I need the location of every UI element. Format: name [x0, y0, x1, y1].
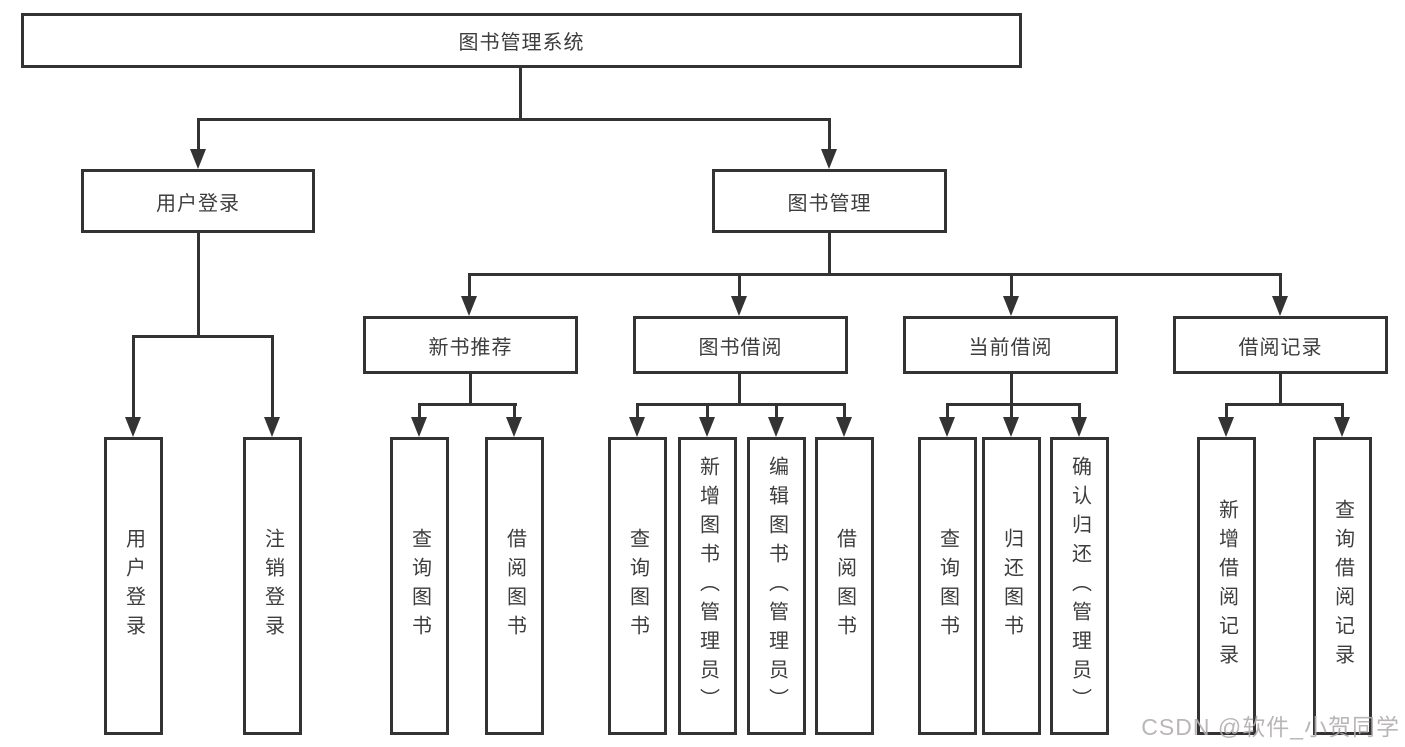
node-book-management: 图书管理 — [712, 169, 947, 233]
connector-line — [1010, 403, 1013, 419]
connector-line — [519, 68, 522, 120]
node-new-book-recommendation: 新书推荐 — [363, 316, 578, 374]
arrow-down-icon — [1218, 417, 1234, 437]
arrow-down-icon — [629, 417, 645, 437]
node-label: 查询图书 — [936, 528, 959, 644]
connector-line — [197, 118, 200, 151]
connector-line — [132, 335, 274, 338]
node-label: 用户登录 — [122, 528, 145, 644]
connector-line — [706, 403, 709, 419]
connector-line — [636, 403, 639, 419]
connector-line — [468, 273, 471, 298]
connector-line — [946, 403, 1081, 406]
connector-line — [197, 118, 831, 121]
node-label: 注销登录 — [261, 528, 284, 644]
connector-line — [1341, 403, 1344, 419]
arrow-down-icon — [699, 417, 715, 437]
node-label: 确认归还（管理员） — [1068, 455, 1091, 717]
leaf-query-books-recommend: 查询图书 — [390, 437, 449, 735]
leaf-query-borrow-record: 查询借阅记录 — [1313, 437, 1372, 735]
node-label: 借阅图书 — [503, 528, 526, 644]
node-borrowing-records: 借阅记录 — [1173, 316, 1388, 374]
arrow-down-icon — [1003, 296, 1019, 316]
leaf-user-login: 用户登录 — [104, 437, 163, 735]
arrow-down-icon — [1071, 417, 1087, 437]
leaf-edit-book-admin: 编辑图书（管理员） — [747, 437, 806, 735]
node-label: 用户登录 — [156, 192, 240, 215]
arrow-down-icon — [1272, 296, 1288, 316]
arrow-down-icon — [1334, 417, 1350, 437]
connector-line — [738, 273, 741, 298]
node-label: 借阅记录 — [1238, 336, 1323, 359]
connector-line — [513, 403, 516, 419]
connector-line — [1010, 374, 1013, 406]
connector-line — [1078, 403, 1081, 419]
connector-line — [636, 403, 846, 406]
arrow-down-icon — [1003, 417, 1019, 437]
connector-line — [271, 335, 274, 419]
leaf-query-books-borrowing: 查询图书 — [608, 437, 667, 735]
connector-line — [1225, 403, 1344, 406]
arrow-down-icon — [461, 296, 477, 316]
connector-line — [1279, 374, 1282, 406]
connector-line — [946, 403, 949, 419]
arrow-down-icon — [190, 149, 206, 169]
node-label: 新书推荐 — [428, 336, 513, 359]
connector-line — [738, 374, 741, 406]
leaf-borrow-books-borrowing: 借阅图书 — [815, 437, 874, 735]
node-label: 当前借阅 — [968, 336, 1053, 359]
node-label: 图书借阅 — [698, 336, 783, 359]
connector-line — [469, 374, 472, 406]
arrow-down-icon — [821, 149, 837, 169]
arrow-down-icon — [125, 417, 141, 437]
connector-line — [1225, 403, 1228, 419]
node-label: 查询借阅记录 — [1331, 499, 1354, 673]
leaf-add-book-admin: 新增图书（管理员） — [678, 437, 737, 735]
node-label: 图书管理系统 — [458, 32, 585, 54]
connector-line — [418, 403, 517, 406]
connector-line — [1010, 273, 1013, 298]
connector-line — [418, 403, 421, 419]
node-book-borrowing: 图书借阅 — [633, 316, 848, 374]
arrow-down-icon — [411, 417, 427, 437]
connector-line — [828, 118, 831, 151]
connector-line — [828, 233, 831, 276]
connector-line — [775, 403, 778, 419]
connector-line — [468, 273, 1282, 276]
node-label: 编辑图书（管理员） — [765, 455, 788, 717]
connector-line — [197, 233, 200, 338]
node-label: 归还图书 — [1000, 528, 1023, 644]
leaf-borrow-books-recommend: 借阅图书 — [485, 437, 544, 735]
node-label: 新增借阅记录 — [1215, 499, 1238, 673]
leaf-return-books: 归还图书 — [982, 437, 1041, 735]
node-label: 查询图书 — [626, 528, 649, 644]
node-label: 借阅图书 — [833, 528, 856, 644]
connector-line — [843, 403, 846, 419]
node-label: 新增图书（管理员） — [696, 455, 719, 717]
node-library-management-system: 图书管理系统 — [21, 13, 1022, 68]
connector-line — [132, 335, 135, 419]
node-current-borrowing: 当前借阅 — [903, 316, 1118, 374]
node-user-login: 用户登录 — [81, 169, 315, 233]
arrow-down-icon — [731, 296, 747, 316]
node-label: 查询图书 — [408, 528, 431, 644]
leaf-logout: 注销登录 — [243, 437, 302, 735]
arrow-down-icon — [768, 417, 784, 437]
leaf-confirm-return-admin: 确认归还（管理员） — [1050, 437, 1109, 735]
leaf-query-books-current: 查询图书 — [918, 437, 977, 735]
arrow-down-icon — [939, 417, 955, 437]
arrow-down-icon — [836, 417, 852, 437]
leaf-add-borrow-record: 新增借阅记录 — [1197, 437, 1256, 735]
arrow-down-icon — [264, 417, 280, 437]
arrow-down-icon — [506, 417, 522, 437]
node-label: 图书管理 — [787, 192, 872, 215]
connector-line — [1279, 273, 1282, 298]
